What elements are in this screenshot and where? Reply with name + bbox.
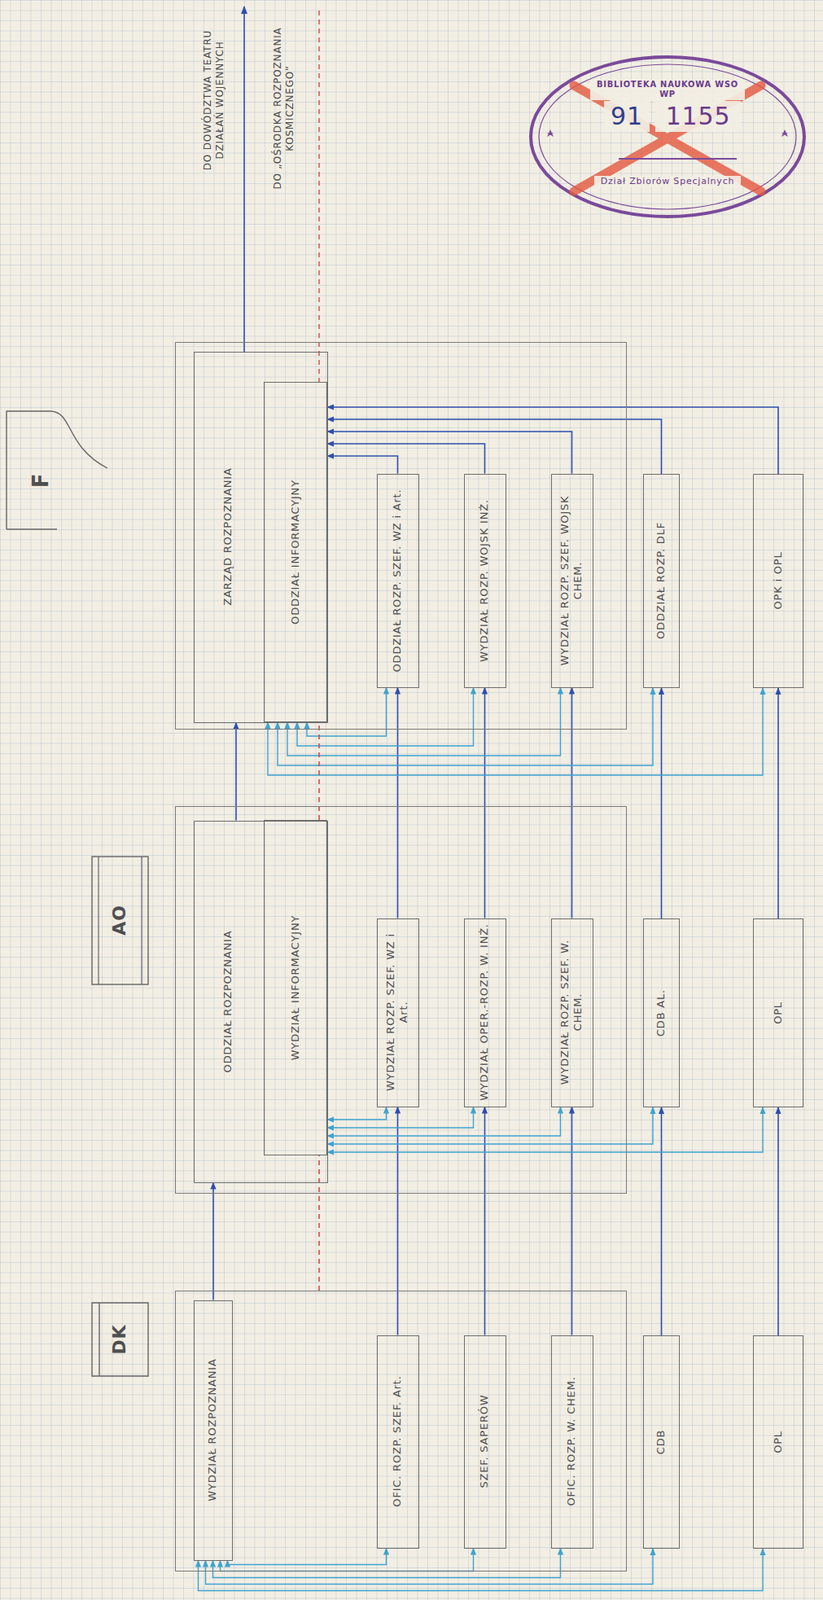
unit-label: OFIC. ROZP. W. CHEM. — [564, 1339, 578, 1542]
information-box: WYDZIAŁ INFORMACYJNY — [263, 819, 328, 1156]
exchange-arrow — [205, 1548, 654, 1585]
report-arrow — [327, 455, 399, 474]
report-arrow — [212, 1182, 215, 1301]
unit-box: OFIC. ROZP. W. CHEM. — [551, 1335, 594, 1549]
exchange-arrow — [198, 1548, 764, 1591]
unit-box: OPL — [752, 1335, 804, 1549]
unit-label: ODDZIAŁ ROZP. DLF — [654, 479, 668, 683]
cancel-cross — [573, 85, 762, 192]
report-arrow — [777, 687, 780, 919]
report-arrow — [661, 1107, 663, 1336]
exchange-arrow — [277, 687, 653, 766]
report-arrow — [327, 419, 662, 474]
unit-label: WYDZIAŁ ROZPOZNANIA — [205, 1304, 219, 1555]
unit-box: WYDZIAŁ OPER.-ROZP. W. INŻ. — [464, 918, 507, 1108]
report-arrow — [484, 687, 486, 919]
handwritten-number: 91 — [604, 100, 650, 132]
exchange-arrow — [297, 687, 474, 747]
echelon-group: AOODDZIAŁ ROZPOZNANIAWYDZIAŁ INFORMACYJN… — [175, 805, 627, 1194]
unit-label: OPL — [770, 1340, 784, 1543]
unit-box: ODDZIAŁ ROZP. DLF — [643, 473, 680, 688]
exchange-arrow — [227, 1548, 387, 1565]
echelon-sign: DK — [108, 1308, 132, 1371]
report-arrow — [571, 687, 574, 919]
unit-label: OFIC. ROZP. SZEF. Art. — [390, 1339, 404, 1542]
exchange-arrow — [327, 1107, 763, 1152]
command-box: WYDZIAŁ ROZPOZNANIA — [193, 1300, 233, 1561]
unit-box: CDB — [643, 1335, 680, 1549]
army-sign-inner-lines — [98, 856, 142, 985]
unit-box: WYDZIAŁ ROZP. SZEF. WZ i Art. — [376, 918, 420, 1108]
dashed-link — [318, 722, 320, 820]
unit-box: OPL — [752, 918, 804, 1108]
unit-label: ODDZIAŁ INFORMACYJNY — [288, 387, 302, 717]
stamp-text: Dział Zbiorów Specjalnych — [594, 175, 741, 188]
unit-label: WYDZIAŁ ROZP. WOJSK INŻ. — [477, 478, 491, 682]
army-sign — [91, 856, 149, 985]
unit-label: CDB AL. — [654, 923, 668, 1102]
stamp-rule — [618, 157, 737, 160]
unit-box: WYDZIAŁ ROZP. WOJSK INŻ. — [464, 473, 507, 688]
exchange-arrow — [220, 1548, 474, 1572]
report-arrow — [397, 1107, 399, 1336]
dashed-link — [318, 1155, 320, 1291]
exchange-arrow — [213, 1548, 561, 1578]
unit-label: ODDZIAŁ ROZP. SZEF. WZ i Art. — [390, 478, 404, 682]
unit-label: ODDZIAŁ ROZPOZNANIA — [220, 825, 234, 1177]
exchange-arrow — [327, 1107, 474, 1129]
exchange-arrow — [287, 687, 561, 757]
front-flag-sign — [6, 411, 108, 530]
library-stamp — [530, 56, 805, 217]
exchange-arrow — [327, 1107, 387, 1121]
exchange-arrow — [327, 1107, 561, 1137]
unit-label: WYDZIAŁ ROZP. SZEF. WOJSK CHEM. — [558, 478, 586, 682]
unit-label: WYDZIAŁ ROZP. SZEF. W. CHEM. — [558, 923, 586, 1101]
report-arrow — [327, 443, 486, 474]
command-box: ODDZIAŁ ROZPOZNANIA WYDZIAŁ INFORMACYJNY — [193, 820, 329, 1183]
outgoing-arrow — [243, 6, 246, 352]
report-arrow — [661, 687, 663, 919]
report-arrow — [397, 687, 399, 919]
unit-label: WYDZIAŁ INFORMACYJNY — [288, 825, 302, 1150]
echelon-group: FZARZĄD ROZPOZNANIAODDZIAŁ INFORMACYJNYO… — [175, 341, 627, 730]
information-box: ODDZIAŁ INFORMACYJNY — [263, 381, 328, 723]
unit-label: OPL — [770, 923, 784, 1102]
unit-label: WYDZIAŁ OPER.-ROZP. W. INŻ. — [477, 923, 491, 1101]
report-arrow — [327, 407, 779, 474]
unit-label: OPK i OPL — [770, 479, 784, 683]
division-sign — [91, 1302, 149, 1376]
unit-box: ODDZIAŁ ROZP. SZEF. WZ i Art. — [376, 473, 420, 688]
unit-label: WYDZIAŁ ROZP. SZEF. WZ i Art. — [384, 923, 412, 1101]
report-arrow — [571, 1107, 574, 1336]
exchange-arrow — [267, 687, 763, 775]
echelon-sign: F — [26, 445, 54, 516]
note: DO DOWÓDZTWA TEATRU DZIAŁAŃ WOJENNYCH — [201, 12, 227, 189]
echelon-sign: AO — [108, 862, 132, 979]
library-stamp-inner — [538, 64, 797, 210]
outgoing-dashed-line — [318, 6, 320, 383]
unit-box: OPK i OPL — [752, 473, 804, 688]
unit-label: SZEF. SAPERÓW — [477, 1339, 491, 1542]
exchange-arrow — [327, 1107, 653, 1144]
unit-label: CDB — [654, 1340, 668, 1543]
stamp-text: BIBLIOTEKA NAUKOWA WSO WP — [590, 79, 745, 101]
note: DO „OŚRODKA ROZPOZNANIA KOSMICZNEGO” — [271, 12, 297, 205]
stamp-number: 1155 — [655, 100, 741, 132]
echelon-group: DKWYDZIAŁ ROZPOZNANIAOFIC. ROZP. SZEF. A… — [175, 1290, 627, 1572]
unit-box: OFIC. ROZP. SZEF. Art. — [376, 1335, 420, 1549]
unit-label: ZARZĄD ROZPOZNANIA — [220, 356, 234, 717]
unit-box: WYDZIAŁ ROZP. SZEF. W. CHEM. — [551, 918, 594, 1108]
unit-box: CDB AL. — [643, 918, 680, 1108]
report-arrow — [777, 1107, 780, 1336]
command-box: ZARZĄD ROZPOZNANIA ODDZIAŁ INFORMACYJNY — [193, 351, 329, 723]
unit-box: WYDZIAŁ ROZP. SZEF. WOJSK CHEM. — [551, 473, 594, 688]
report-arrow — [484, 1107, 486, 1336]
unit-box: SZEF. SAPERÓW — [464, 1335, 507, 1549]
report-arrow — [327, 431, 573, 474]
